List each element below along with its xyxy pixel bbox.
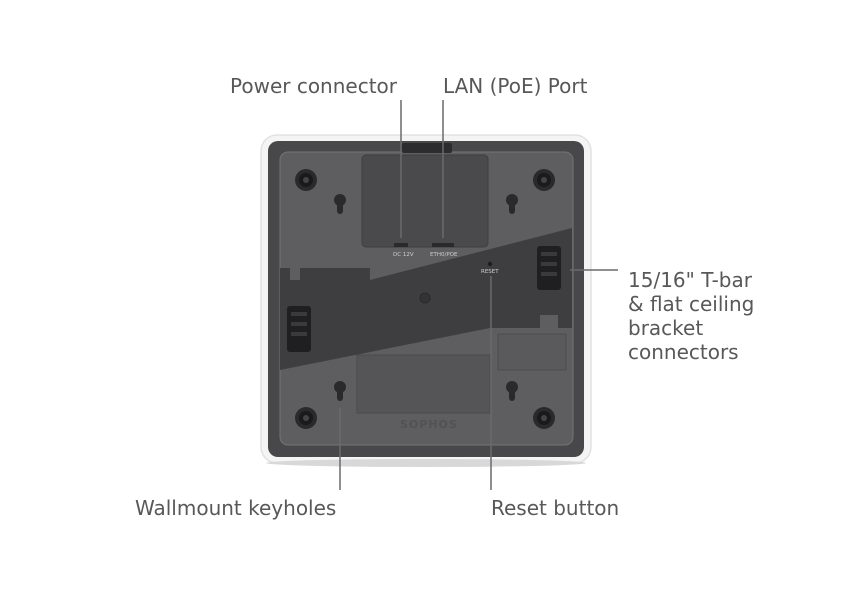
leader-lines	[339, 100, 618, 490]
callout-reset-button: Reset button	[491, 496, 620, 520]
brand-mark: SOPHOS	[400, 418, 458, 431]
callout-wallmount-keyholes: Wallmount keyholes	[135, 496, 337, 520]
callout-lan-port: LAN (PoE) Port	[443, 74, 588, 98]
callout-power-connector: Power connector	[230, 74, 398, 98]
keyhole-bottom-left	[334, 381, 346, 401]
corner-screw-tr	[533, 169, 555, 191]
bracket-screw	[419, 292, 431, 304]
corner-screw-bl	[295, 407, 317, 429]
bracket-tab-left	[290, 268, 300, 280]
keyhole-top-right	[506, 194, 518, 214]
callout-tbar-line-2: & flat ceiling	[628, 292, 755, 316]
callout-tbar-connectors: 15/16" T-bar & flat ceiling bracket conn…	[628, 268, 754, 364]
callout-tbar-line-1: 15/16" T-bar	[628, 268, 752, 292]
callout-tbar-line-4: connectors	[628, 340, 739, 364]
tbar-connector-left	[287, 306, 311, 352]
corner-screw-tl	[295, 169, 317, 191]
reset-label: RESET	[481, 269, 499, 275]
eth-port	[432, 243, 454, 247]
bracket-tab-right	[540, 315, 558, 328]
cable-slot	[402, 143, 452, 153]
dc-port	[394, 243, 408, 247]
tbar-connector-right	[537, 246, 561, 290]
port-recess	[361, 154, 489, 248]
dc-port-label: DC 12V	[393, 252, 414, 258]
label-recess-right	[497, 333, 567, 371]
keyhole-bottom-right	[506, 381, 518, 401]
callout-tbar-line-3: bracket	[628, 316, 704, 340]
eth-port-label: ETH0/POE	[430, 252, 458, 258]
corner-screw-br	[533, 407, 555, 429]
label-recess-left	[356, 354, 491, 414]
keyhole-top-left	[334, 194, 346, 214]
reset-button	[487, 261, 493, 267]
device-shadow	[266, 459, 586, 467]
